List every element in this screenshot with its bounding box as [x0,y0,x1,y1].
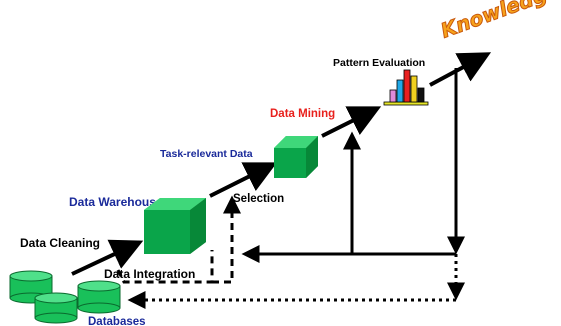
label-data-warehouse: Data Warehouse [69,195,163,209]
cylinder-middle [34,292,78,324]
label-data-mining: Data Mining [270,108,335,120]
cylinder-right [77,280,121,314]
feedback-solid-arrows [241,68,465,263]
label-task-relevant-data: Task-relevant Data [160,148,253,160]
main-flow-arrows [71,52,492,276]
arrow-databases-to-warehouse [71,239,144,276]
knowledge-label: Knowledge [438,0,561,43]
feedback-dotted-arrows [127,254,465,309]
label-selection: Selection [233,193,284,205]
arrow-warehouse-to-task-data [209,162,278,198]
arrow-integration-to-warehouse [116,250,214,284]
knowledge-wordart: Knowledge [437,0,561,43]
label-data-integration: Data Integration [104,267,195,281]
warehouse-cube-overlay [144,198,206,254]
arrow-task-data-to-mining [321,106,382,138]
database-cylinder-icon [9,270,121,324]
arrow-selection-dashed [212,195,241,284]
label-pattern-evaluation: Pattern Evaluation [333,57,425,69]
dashed-feed-arrows [116,195,241,284]
label-databases: Databases [88,316,146,326]
bar-chart-icon [383,69,429,106]
task-cube-overlay [274,136,318,178]
label-data-cleaning: Data Cleaning [20,236,100,250]
